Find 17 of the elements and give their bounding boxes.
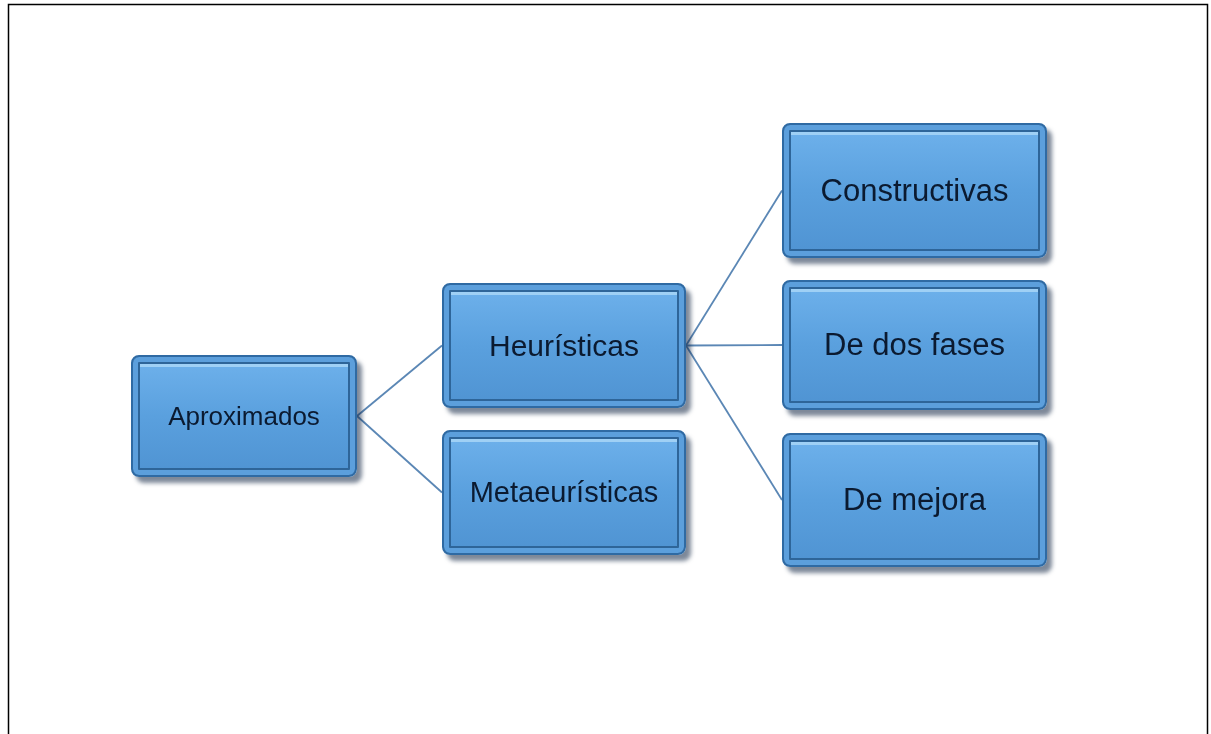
connector-line	[685, 189, 783, 347]
box-label: Constructivas	[819, 172, 1010, 209]
connector-line	[356, 415, 443, 494]
box-label: Aproximados	[167, 400, 321, 432]
box-label: De mejora	[842, 482, 987, 518]
category-box	[131, 355, 357, 477]
category-box	[782, 123, 1047, 258]
connector-line	[685, 344, 783, 347]
connector-line	[356, 344, 443, 417]
connector-line	[685, 344, 783, 501]
box-label: Heurísticas	[487, 328, 640, 363]
category-box	[782, 433, 1047, 567]
category-box	[782, 280, 1047, 410]
box-label: De dos fases	[823, 327, 1006, 363]
category-box	[442, 430, 686, 555]
category-box	[442, 283, 686, 408]
box-label: Metaeurísticas	[468, 476, 660, 509]
